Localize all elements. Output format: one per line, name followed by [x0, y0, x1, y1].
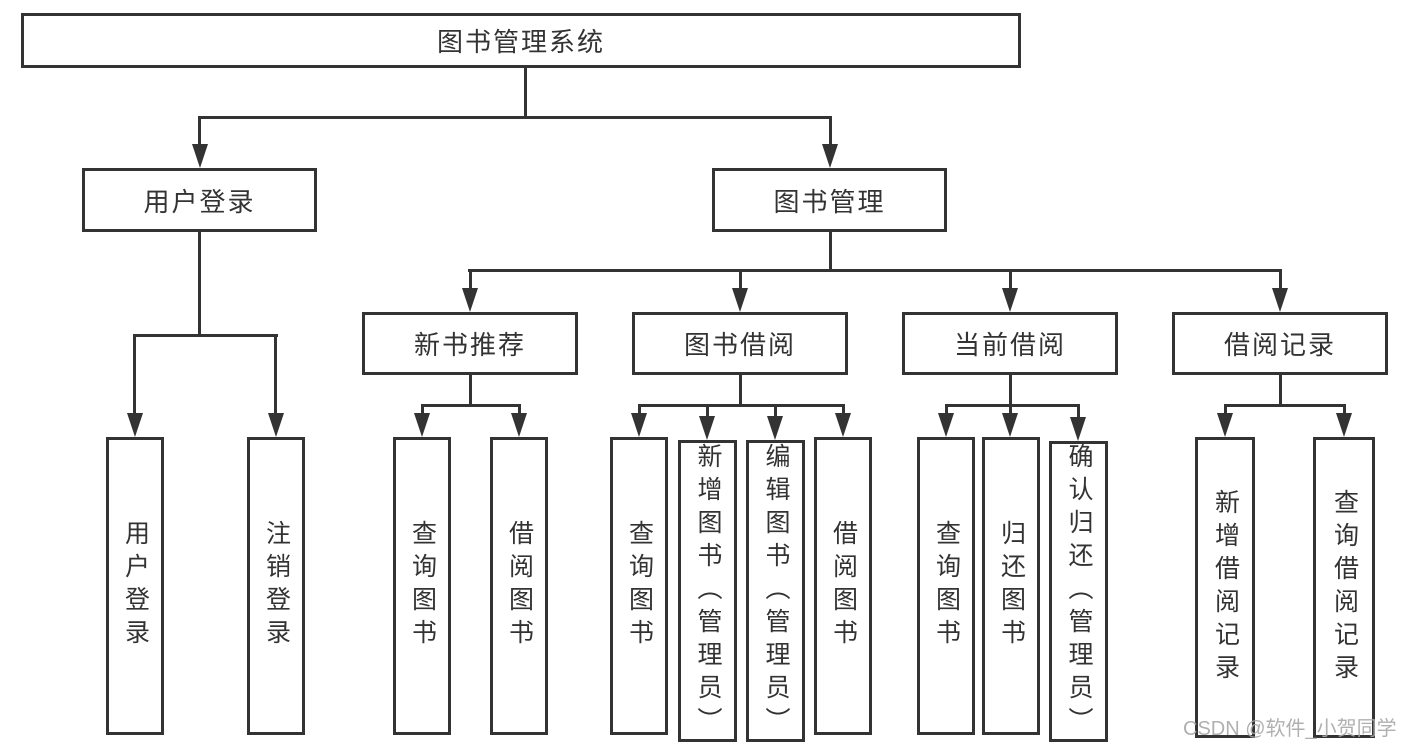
arrowhead-to-leaf-add-borrow-record [1217, 413, 1233, 437]
arrowhead-to-leaf-edit-book-admin [767, 416, 783, 440]
arrowhead-to-leaf-borrow-books-2 [835, 413, 851, 437]
connector-login-drop-1 [133, 334, 136, 415]
node-book-management: 图书管理 [712, 168, 947, 232]
connector-sec2-drop-3 [774, 404, 777, 418]
connector-sec1-stem [469, 375, 472, 407]
connector-sec2-stem [739, 375, 742, 407]
node-borrow-records: 借阅记录 [1172, 312, 1388, 375]
node-current-borrow: 当前借阅 [902, 312, 1118, 375]
connector-root-stem [524, 67, 527, 119]
arrowhead-to-leaf-confirm-return [1070, 417, 1086, 441]
leaf-query-books-3-label: 查询图书 [932, 520, 961, 652]
arrowhead-to-borrow-records [1272, 288, 1288, 312]
leaf-user-login: 用户登录 [106, 437, 164, 735]
connector-mgmt-stem [829, 232, 832, 272]
connector-sec3-stem [1009, 375, 1012, 407]
connector-sec2-split [638, 404, 844, 407]
node-new-book-recommend: 新书推荐 [362, 312, 578, 375]
connector-login-stem [198, 232, 201, 337]
leaf-return-books-label: 归还图书 [997, 520, 1026, 652]
arrowhead-to-leaf-borrow-books-1 [511, 413, 527, 437]
connector-sec3-drop-2 [1009, 404, 1012, 416]
connector-root-left-drop [198, 116, 201, 148]
connector-sec3-drop-3 [1077, 404, 1080, 419]
leaf-confirm-return-admin-label: 确认归还（管理员） [1065, 443, 1093, 740]
leaf-query-borrow-record: 查询借阅记录 [1313, 437, 1375, 738]
arrowhead-to-leaf-query-borrow-record [1336, 413, 1352, 437]
connector-sec1-split [421, 404, 521, 407]
connector-sec4-drop-1 [1224, 404, 1227, 416]
node-current-borrow-label: 当前借阅 [953, 330, 1066, 360]
csdn-watermark: CSDN @软件_小贺同学 [1183, 718, 1397, 740]
leaf-query-books-1-label: 查询图书 [408, 520, 437, 652]
connector-sec3-drop-1 [945, 404, 948, 416]
connector-mgmt-drop-2 [739, 269, 742, 290]
node-root-label: 图书管理系统 [436, 27, 605, 57]
leaf-add-borrow-record-label: 新增借阅记录 [1211, 488, 1240, 687]
leaf-add-book-admin-label: 新增图书（管理员） [694, 442, 722, 740]
leaf-query-books-2: 查询图书 [610, 437, 668, 735]
connector-login-drop-2 [274, 334, 277, 415]
arrowhead-to-new-book-recommend [462, 288, 478, 312]
node-book-borrow: 图书借阅 [632, 312, 848, 375]
leaf-edit-book-admin-label: 编辑图书（管理员） [762, 442, 790, 740]
connector-mgmt-drop-1 [469, 269, 472, 290]
node-book-management-label: 图书管理 [773, 186, 886, 217]
connector-sec3-split [945, 404, 1079, 407]
arrowhead-to-leaf-user-login [127, 413, 143, 437]
arrowhead-to-user-login [192, 144, 208, 168]
leaf-return-books: 归还图书 [982, 437, 1040, 735]
arrowhead-to-current-borrow [1002, 288, 1018, 312]
connector-sec1-drop-1 [421, 404, 424, 416]
connector-login-split [134, 334, 278, 337]
node-borrow-records-label: 借阅记录 [1223, 330, 1336, 360]
leaf-borrow-books-2: 借阅图书 [814, 437, 872, 735]
leaf-user-login-label: 用户登录 [121, 520, 150, 652]
leaf-borrow-books-1: 借阅图书 [490, 437, 548, 735]
leaf-query-borrow-record-label: 查询借阅记录 [1330, 488, 1359, 687]
connector-mgmt-split [468, 269, 1282, 272]
leaf-logout: 注销登录 [247, 437, 305, 735]
leaf-logout-label: 注销登录 [262, 520, 291, 652]
arrowhead-to-leaf-logout [268, 413, 284, 437]
leaf-borrow-books-2-label: 借阅图书 [829, 520, 858, 652]
arrowhead-to-leaf-return-books [1002, 413, 1018, 437]
arrowhead-to-book-borrow [732, 288, 748, 312]
connector-mgmt-drop-4 [1279, 269, 1282, 290]
node-new-book-recommend-label: 新书推荐 [413, 330, 526, 360]
connector-sec4-stem [1279, 375, 1282, 407]
node-user-login: 用户登录 [82, 168, 317, 232]
connector-sec2-drop-4 [842, 404, 845, 416]
arrowhead-to-leaf-query-books-3 [938, 413, 954, 437]
connector-sec4-drop-2 [1343, 404, 1346, 416]
node-user-login-label: 用户登录 [143, 186, 256, 217]
leaf-query-books-3: 查询图书 [917, 437, 975, 735]
leaf-edit-book-admin: 编辑图书（管理员） [746, 440, 805, 742]
connector-sec4-split [1224, 404, 1345, 407]
connector-sec2-drop-2 [706, 404, 709, 418]
leaf-query-books-2-label: 查询图书 [625, 520, 654, 652]
leaf-query-books-1: 查询图书 [393, 437, 451, 735]
leaf-add-book-admin: 新增图书（管理员） [678, 440, 737, 742]
arrowhead-to-book-management [822, 144, 838, 168]
connector-sec2-drop-1 [638, 404, 641, 416]
connector-root-split [199, 116, 832, 119]
leaf-borrow-books-1-label: 借阅图书 [505, 520, 534, 652]
arrowhead-to-leaf-query-books-2 [631, 413, 647, 437]
leaf-confirm-return-admin: 确认归还（管理员） [1049, 441, 1108, 742]
node-root: 图书管理系统 [21, 13, 1021, 68]
connector-sec1-drop-2 [518, 404, 521, 416]
connector-root-right-drop [829, 116, 832, 148]
arrowhead-to-leaf-add-book-admin [699, 416, 715, 440]
node-book-borrow-label: 图书借阅 [683, 330, 796, 360]
leaf-add-borrow-record: 新增借阅记录 [1195, 437, 1255, 738]
connector-mgmt-drop-3 [1009, 269, 1012, 290]
arrowhead-to-leaf-query-books-1 [414, 413, 430, 437]
